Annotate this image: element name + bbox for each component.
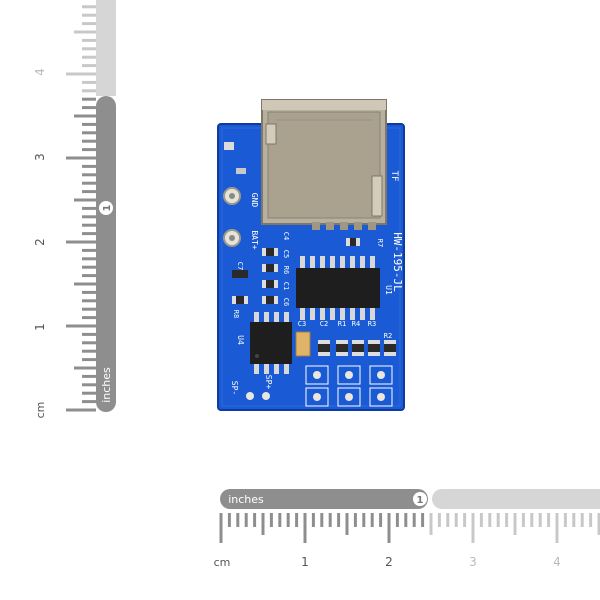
horizontal-ruler: 1 inches cm 1 2 3 4 <box>214 489 600 569</box>
speaker-plus-label: SP+ <box>264 375 273 390</box>
v-cm-label-2: 2 <box>33 238 47 246</box>
v-cm-label-3: 3 <box>33 153 47 161</box>
horizontal-ruler-ticks <box>219 513 600 543</box>
h-cm-label-1: 1 <box>301 555 309 569</box>
batt-label: BAT+ <box>250 230 259 249</box>
label-r7: R7 <box>376 239 384 247</box>
u4-label: U4 <box>236 335 245 345</box>
u1-label: U1 <box>384 285 393 295</box>
h-cm-label-4: 4 <box>553 555 561 569</box>
model-label: HW-195-JL <box>391 232 404 292</box>
label-c4: C4 <box>282 232 290 240</box>
v-inches-unit: inches <box>100 367 113 403</box>
speaker-minus-label: SP- <box>230 381 239 395</box>
label-c3: C3 <box>298 320 306 328</box>
gnd-label: GND <box>250 193 259 208</box>
h-inch-marker <box>413 492 427 506</box>
v-inch-marker <box>99 201 113 215</box>
v-cm-label-4: 4 <box>33 68 47 76</box>
label-c1: C1 <box>282 282 290 290</box>
smd-components <box>232 238 396 357</box>
mp3-module-board: TF GND BAT+ HW-195-JL U1 <box>217 99 405 411</box>
label-c5: C5 <box>282 250 290 258</box>
label-r4: R4 <box>352 320 360 328</box>
h-cm-label-2: 2 <box>385 555 393 569</box>
label-r6: R6 <box>282 266 290 274</box>
u4-chip <box>250 312 292 374</box>
tf-slot-label: TF <box>389 171 399 182</box>
label-c6: C6 <box>282 298 290 306</box>
label-r1: R1 <box>338 320 346 328</box>
label-c2: C2 <box>320 320 328 328</box>
v-inch-label-1: 1 <box>102 204 113 211</box>
bottom-pads <box>246 365 393 407</box>
v-cm-label-1: 1 <box>33 323 47 331</box>
label-r3: R3 <box>368 320 376 328</box>
h-cm-unit: cm <box>214 556 231 569</box>
h-inch-label-1: 1 <box>417 495 424 506</box>
led <box>224 142 234 150</box>
h-inches-unit: inches <box>228 493 264 506</box>
label-c7: C7 <box>236 262 244 270</box>
u1-chip <box>296 256 380 320</box>
vertical-ruler: 1 2 3 4 cm inches 1 <box>33 0 116 418</box>
label-r2: R2 <box>384 332 392 340</box>
tf-card-slot <box>261 99 387 230</box>
h-cm-label-3: 3 <box>469 555 477 569</box>
vertical-ruler-ticks <box>66 5 96 412</box>
v-cm-unit: cm <box>34 402 47 419</box>
label-r8: R8 <box>232 310 240 318</box>
